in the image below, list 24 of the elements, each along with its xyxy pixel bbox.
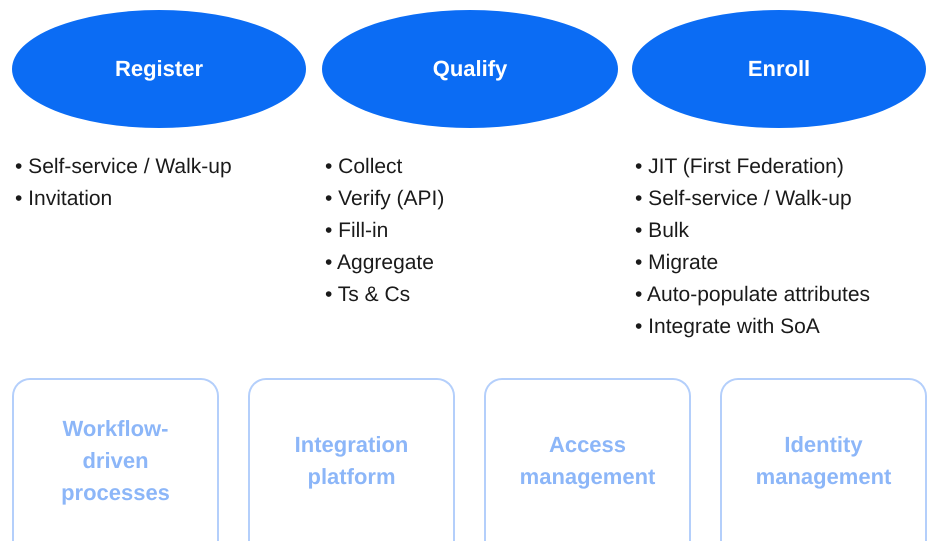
- bullet-item: • Verify (API): [325, 186, 444, 212]
- capability-card: [12, 378, 219, 541]
- stage-label: Qualify: [432, 56, 508, 82]
- capability-label: Identity management: [754, 430, 892, 491]
- stage-label: Register: [114, 56, 204, 82]
- bullet-item: • Aggregate: [325, 250, 435, 276]
- bullet-item: • Bulk: [635, 218, 690, 244]
- bullet-item: • Self-service / Walk-up: [15, 154, 232, 180]
- capability-card: [248, 378, 455, 541]
- stage-label: Enroll: [748, 56, 810, 82]
- bullet-item: • Invitation: [15, 186, 114, 212]
- bullet-item: • Auto-populate attributes: [635, 282, 870, 308]
- bullet-item: • Self-service / Walk-up: [635, 186, 853, 212]
- capability-card: [720, 378, 927, 541]
- bullet-item: • Migrate: [635, 250, 720, 276]
- bullet-item: • Collect: [325, 154, 404, 180]
- bullet-item: • Integrate with SoA: [635, 314, 821, 340]
- bullet-item: • JIT (First Federation): [635, 154, 845, 180]
- bullet-item: • Ts & Cs: [325, 282, 412, 308]
- capability-label: Integration platform: [294, 430, 410, 491]
- bullet-item: • Fill-in: [325, 218, 390, 244]
- capability-card: [484, 378, 691, 541]
- capability-label: Workflow-driven processes: [60, 414, 171, 507]
- capability-label: Access management: [518, 430, 656, 491]
